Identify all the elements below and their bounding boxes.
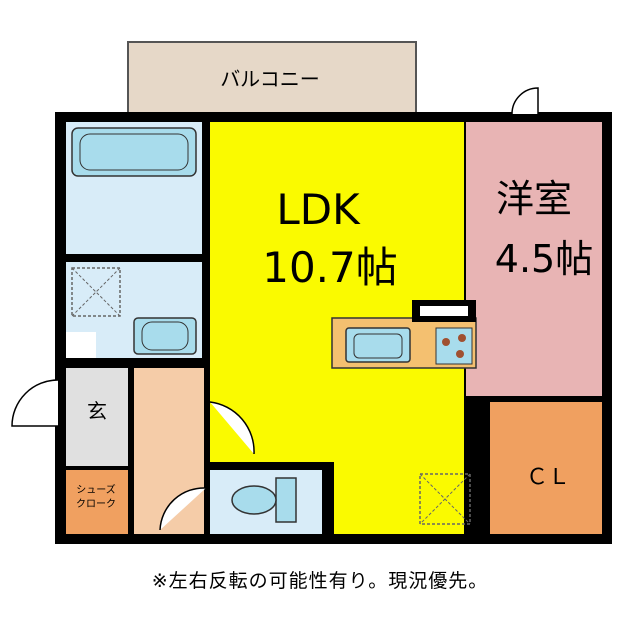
ldk-label: LDK: [276, 185, 361, 234]
toilet-wall-top: [204, 462, 334, 470]
corridor-door: [209, 401, 255, 455]
entrance-area: [66, 368, 128, 466]
kitchen-sink-basin: [353, 333, 403, 359]
sink-basin: [141, 321, 189, 351]
shoe-closet: [66, 470, 128, 534]
floor-plan: バルコニー 玄 シューズ クローク: [11, 41, 612, 544]
bathtub-inner: [79, 133, 189, 171]
ldk-storage-icon: [419, 473, 471, 525]
burner-icon: [458, 334, 466, 342]
western-label: 洋室: [496, 177, 572, 221]
washer-space-icon: [71, 267, 121, 317]
closet-room: [490, 402, 602, 534]
toilet-bowl: [231, 485, 277, 515]
stove-icon: [435, 327, 473, 365]
balcony-area: [127, 41, 417, 115]
small-storage: [66, 332, 96, 358]
entrance-door: [11, 379, 59, 427]
burner-icon: [442, 338, 450, 346]
closet-label: ＣＬ: [526, 465, 570, 490]
toilet-door: [159, 487, 207, 531]
burner-icon: [456, 350, 464, 358]
toilet-icon: [275, 477, 297, 523]
western-door: [511, 87, 539, 115]
western-room: [466, 122, 602, 396]
balcony-label: バルコニー: [220, 67, 320, 91]
western-size-label: 4.5帖: [495, 237, 593, 281]
shoe-closet-label-2: クローク: [76, 498, 116, 510]
shoe-closet-label-1: シューズ: [76, 483, 116, 496]
ldk-storage-cross-2: [419, 473, 471, 525]
disclaimer-note: ※左右反転の可能性有り。現況優先。: [151, 570, 489, 592]
range-hood-inner: [420, 306, 468, 316]
washer-cross-2: [71, 267, 121, 317]
washer-cross-1: [71, 267, 121, 317]
ldk-size-label: 10.7帖: [262, 243, 398, 292]
entrance-label: 玄: [87, 399, 107, 423]
toilet-wall-right: [322, 464, 334, 536]
